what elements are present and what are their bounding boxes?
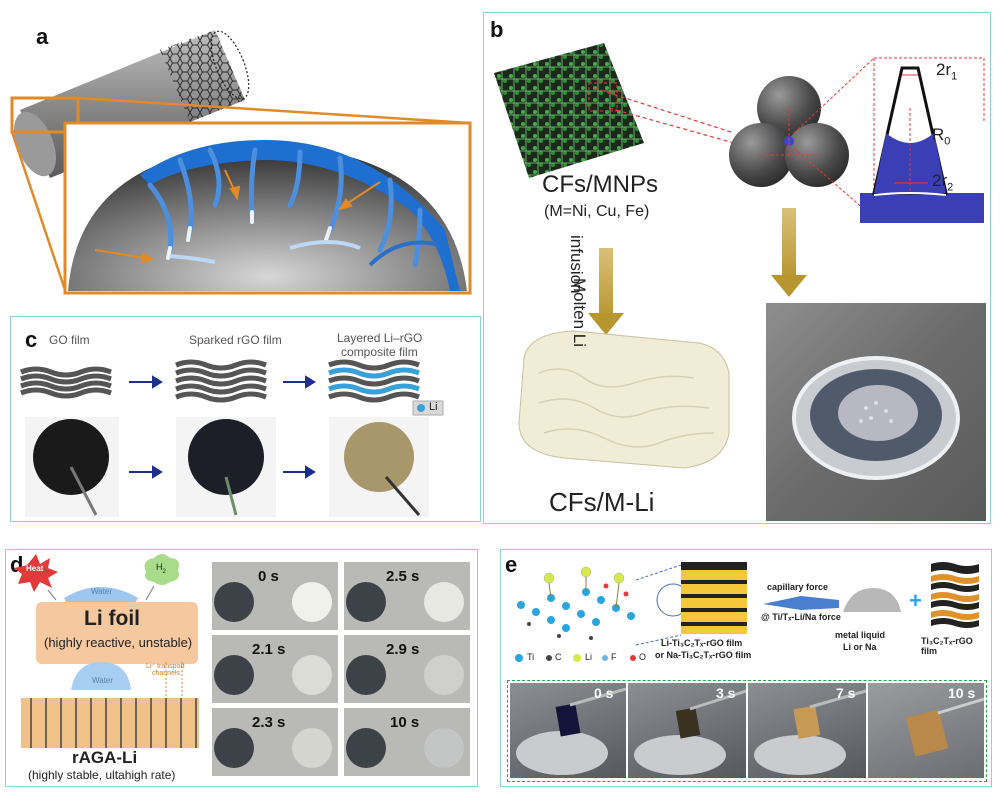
- li-rgo-film-disk: [344, 422, 414, 492]
- timelapse-0: [212, 562, 338, 630]
- timelapse-2: [212, 635, 338, 703]
- cf-mnp-mesh: [494, 43, 644, 178]
- photo-strip: 0 s 3 s 7 s 10 s: [507, 680, 987, 782]
- panel-label-e: e: [505, 552, 518, 577]
- cf-mli-label: CFs/M-Li: [549, 487, 655, 517]
- layered-label-1: Layered Li–rGO: [337, 331, 423, 345]
- capillary-label: capillary force: [767, 582, 829, 592]
- time-0: 0 s: [258, 568, 279, 585]
- svg-text:+: +: [909, 588, 922, 613]
- r1-label: 2r1: [936, 60, 958, 83]
- panel-a: a: [0, 0, 480, 305]
- li-legend-icon: [417, 404, 425, 412]
- li-foil-box: [36, 602, 198, 664]
- infusion-label: infusion: [567, 235, 586, 294]
- legend-f: F: [611, 652, 617, 662]
- panel-d: d Heat H2 Water Li foil (highly reactive…: [5, 549, 478, 787]
- rgo-film-disk: [188, 419, 264, 495]
- water-label-bottom: Water: [92, 676, 114, 685]
- e-time-3: 10 s: [948, 685, 976, 701]
- go-film-schematic: [20, 359, 444, 517]
- heat-label: Heat: [26, 564, 44, 573]
- sparked-label: Sparked rGO film: [189, 333, 282, 347]
- li-foil-label: Li foil: [84, 607, 140, 630]
- layered-label-2: composite film: [341, 345, 418, 359]
- timelapse-4: [212, 708, 338, 776]
- infusion-photo-0: [510, 683, 626, 778]
- panel-label-c: c: [25, 327, 38, 352]
- panel-b: b: [483, 12, 991, 524]
- timelapse-1: [344, 562, 470, 630]
- panel-e: e: [500, 549, 992, 787]
- water-droplet-bottom: [71, 662, 131, 690]
- metal-liquid-label: metal liquid: [835, 630, 886, 640]
- ragali-label: rAGA-Li: [72, 748, 138, 767]
- li-legend-label: Li: [429, 401, 438, 413]
- li-or-na-label: Li or Na: [843, 642, 877, 652]
- panel-c: c GO film Sparked rGO film Layered Li–rG…: [10, 316, 481, 522]
- legend-li: Li: [585, 652, 593, 662]
- h2-label: H2: [156, 562, 166, 575]
- e-time-0: 0 s: [594, 685, 614, 701]
- li-foil-schematic: [14, 554, 199, 748]
- na-film-label: or Na-Ti₃C₂Tₓ-rGO film: [655, 650, 752, 660]
- ti-film-label: Ti₃C₂Tₓ-rGO film: [921, 636, 973, 656]
- metals-label: (M=Ni, Cu, Fe): [544, 203, 650, 220]
- li-film-label: Li-Ti₃C₂Tₓ-rGO film: [661, 638, 743, 648]
- li-foil-desc: (highly reactive, unstable): [44, 635, 193, 650]
- time-4: 2.3 s: [252, 714, 286, 731]
- panel-label-b: b: [490, 17, 504, 42]
- e-time-2: 7 s: [836, 685, 856, 701]
- time-2: 2.1 s: [252, 641, 286, 658]
- li-transport-label-1: Li⁺ transport: [146, 663, 185, 670]
- carbon-fiber-illustration: [10, 30, 472, 295]
- cf-mnps-label: CFs/MNPs: [542, 171, 658, 198]
- r2-label: 2r2: [932, 171, 954, 194]
- time-1: 2.5 s: [386, 568, 420, 585]
- ragali-desc: (highly stable, ultahigh rate): [28, 768, 176, 782]
- mxene-rgo-stack: [931, 562, 979, 628]
- mxene-schematic: +: [515, 562, 979, 662]
- infusion-photo-1: [628, 683, 746, 778]
- timelapse-3: [344, 635, 470, 703]
- water-label-top: Water: [91, 587, 113, 596]
- cf-mli-block: [518, 330, 730, 469]
- cf-mnp-illustration: [494, 43, 985, 469]
- time-5: 10 s: [390, 714, 420, 731]
- infusion-photo-3: [868, 683, 984, 778]
- legend-ti: Ti: [527, 652, 535, 662]
- lithium-coating: [140, 140, 460, 291]
- ragali-array: [21, 698, 199, 748]
- water-droplet-top: [64, 587, 138, 602]
- infusion-photo-2: [748, 683, 866, 778]
- legend-c: C: [555, 652, 562, 662]
- e-time-1: 3 s: [716, 685, 736, 701]
- legend-o: O: [639, 652, 647, 662]
- li-mxene-stack: [681, 562, 747, 634]
- li-transport-label-2: channels: [152, 670, 181, 677]
- panel-label-a: a: [36, 24, 49, 49]
- go-film-label: GO film: [49, 333, 90, 347]
- zoom-region: [10, 96, 80, 134]
- time-3: 2.9 s: [386, 641, 420, 658]
- timelapse-5: [344, 708, 470, 776]
- coin-cell-photo: [766, 303, 986, 521]
- force-label: @ Ti/Tₓ-Li/Na force: [761, 612, 841, 622]
- capillary-base: [860, 193, 984, 223]
- go-film-disk: [33, 419, 109, 495]
- r0-label: R0: [932, 125, 951, 148]
- metal-droplet: [843, 588, 901, 612]
